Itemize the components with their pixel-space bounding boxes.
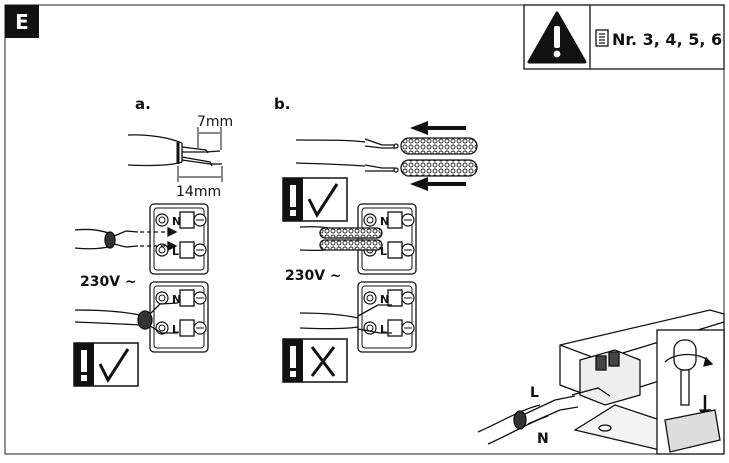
ferrule-bottom — [400, 159, 478, 177]
terminal-letter: N — [380, 293, 389, 306]
check-icon — [98, 348, 130, 384]
panel-b-voltage: 230V ~ — [285, 268, 342, 284]
wrong-badge-b — [282, 338, 348, 383]
section-letter: E — [15, 10, 29, 34]
dimension-14mm — [177, 166, 223, 182]
terminal-letter: L — [172, 245, 179, 258]
screwdriver-inset — [656, 329, 725, 455]
mains-cable — [477, 395, 579, 445]
bare-wire-b2 — [299, 304, 392, 334]
check-icon — [307, 183, 339, 219]
terminal-letter: L — [380, 245, 387, 258]
correct-badge-b — [282, 177, 348, 222]
terminal-block: NL — [149, 203, 209, 275]
live-wire-label: L — [530, 385, 539, 401]
terminal-letter: N — [172, 293, 181, 306]
dimension-7mm — [197, 127, 222, 150]
wires-and-ferrules — [295, 138, 399, 173]
warning-header: Nr. 3, 4, 5, 6 — [523, 4, 725, 70]
terminal-letter: L — [172, 323, 179, 336]
rotate-arrow-head-icon — [703, 356, 714, 367]
panel-a-voltage: 230V ~ — [80, 274, 137, 290]
panel-b-label: b. — [274, 95, 290, 113]
terminal-letter: N — [380, 215, 389, 228]
release-button — [155, 291, 169, 305]
release-button — [363, 213, 377, 227]
terminal-block: NL — [357, 203, 417, 275]
release-button — [363, 291, 377, 305]
neutral-wire-label: N — [537, 431, 549, 447]
diagram-frame — [4, 4, 725, 455]
reference-numbers: Nr. 3, 4, 5, 6 — [612, 30, 722, 49]
strip-length-label: 7mm — [197, 114, 233, 130]
warning-triangle-icon — [527, 11, 587, 64]
ferrule-insertion-b1 — [299, 226, 383, 252]
terminal-letter: N — [172, 215, 181, 228]
ferrule-top — [400, 137, 478, 155]
release-button — [155, 213, 169, 227]
section-badge: E — [5, 5, 39, 38]
terminal-letter: L — [380, 323, 387, 336]
document-icon — [595, 29, 609, 47]
cable-installed-a2 — [74, 302, 179, 334]
direction-arrow-bottom — [410, 177, 466, 191]
terminal-block: NL — [149, 281, 209, 353]
panel-a-label: a. — [135, 95, 151, 113]
direction-arrow-top — [410, 121, 466, 135]
cross-icon — [310, 346, 336, 377]
release-button — [155, 321, 169, 335]
terminal-block: NL — [357, 281, 417, 353]
stripped-cable-detail — [127, 134, 222, 167]
total-length-label: 14mm — [176, 184, 221, 200]
correct-badge-a — [73, 342, 139, 387]
cable-insertion-a1 — [74, 226, 178, 252]
